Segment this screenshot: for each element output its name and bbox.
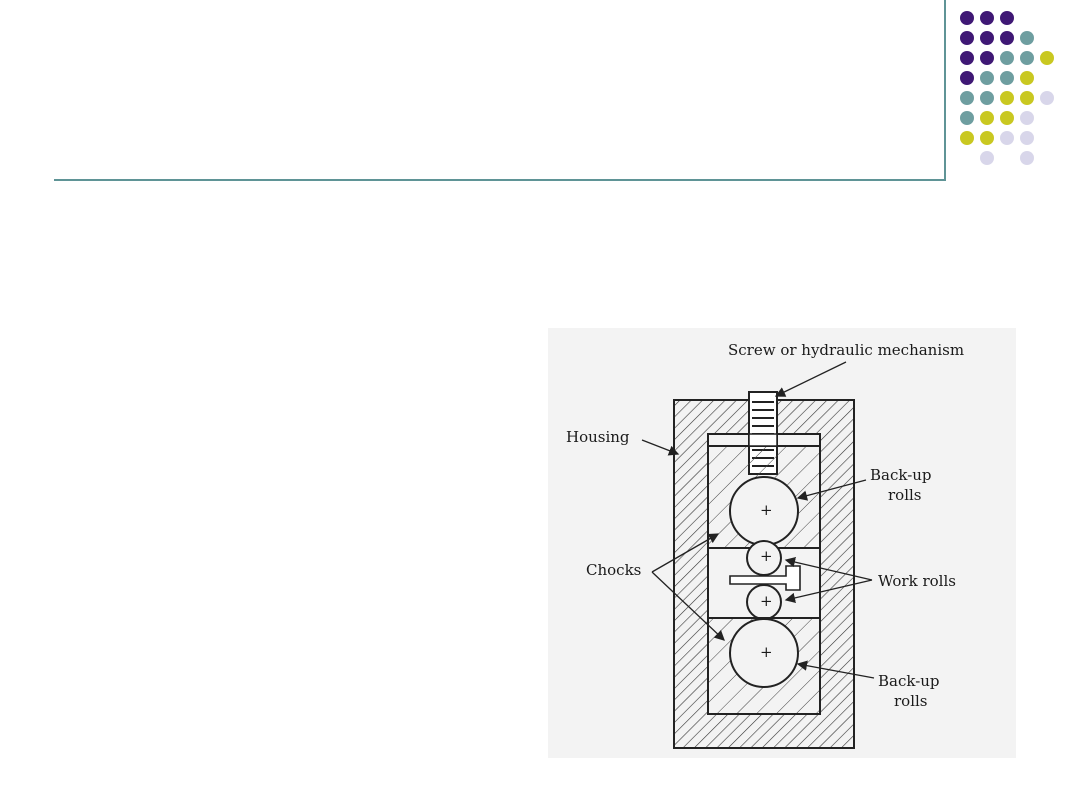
decor-dot xyxy=(1040,51,1054,65)
decor-dot xyxy=(1020,151,1034,165)
decor-dot xyxy=(1020,31,1034,45)
decor-dot xyxy=(980,51,994,65)
rolling-mill-figure: + + + + xyxy=(548,328,1016,758)
label-backup-top: Back-up xyxy=(870,466,932,484)
rolling-mill-diagram: + + + + xyxy=(566,341,964,749)
label-mechanism: Screw or hydraulic mechanism xyxy=(728,341,964,359)
corner-divider xyxy=(944,0,946,181)
decor-dot xyxy=(980,11,994,25)
decor-dot xyxy=(1000,31,1014,45)
label-backup-bottom: Back-up xyxy=(878,672,940,690)
decor-dot xyxy=(980,111,994,125)
decor-dot xyxy=(960,111,974,125)
label-backup-bottom-2: rolls xyxy=(894,692,928,710)
decor-dot xyxy=(1020,71,1034,85)
lower-chock: + xyxy=(707,617,821,715)
decor-dot xyxy=(980,31,994,45)
decor-dot xyxy=(1000,11,1014,25)
svg-text:+: + xyxy=(760,592,773,610)
decor-dot xyxy=(1000,91,1014,105)
decor-dot xyxy=(1000,71,1014,85)
work-roll-stand: + + xyxy=(707,540,821,620)
decor-dot xyxy=(960,11,974,25)
decor-dot xyxy=(960,71,974,85)
decor-dot xyxy=(1000,51,1014,65)
upper-chock: + xyxy=(707,433,821,549)
svg-text:+: + xyxy=(760,547,773,565)
decor-dot xyxy=(1040,91,1054,105)
decor-dot xyxy=(960,31,974,45)
decor-dot xyxy=(1020,91,1034,105)
decor-dot xyxy=(980,91,994,105)
decor-dot xyxy=(960,131,974,145)
decor-dot xyxy=(980,151,994,165)
decor-dot xyxy=(1020,51,1034,65)
label-chocks: Chocks xyxy=(586,561,641,579)
label-housing: Housing xyxy=(566,428,630,446)
decor-dot xyxy=(1020,131,1034,145)
svg-text:+: + xyxy=(760,643,773,661)
decor-dot xyxy=(980,71,994,85)
title-divider xyxy=(54,179,946,181)
leader-lines xyxy=(641,361,875,679)
svg-text:+: + xyxy=(760,501,773,519)
decor-dot xyxy=(1000,131,1014,145)
decor-dot xyxy=(960,51,974,65)
decor-dot xyxy=(980,131,994,145)
label-backup-top-2: rolls xyxy=(888,486,922,504)
decor-dot xyxy=(1000,111,1014,125)
decor-dot xyxy=(1020,111,1034,125)
decor-dot-grid xyxy=(960,11,1054,165)
label-work-rolls: Work rolls xyxy=(878,572,956,590)
decor-dot xyxy=(960,91,974,105)
